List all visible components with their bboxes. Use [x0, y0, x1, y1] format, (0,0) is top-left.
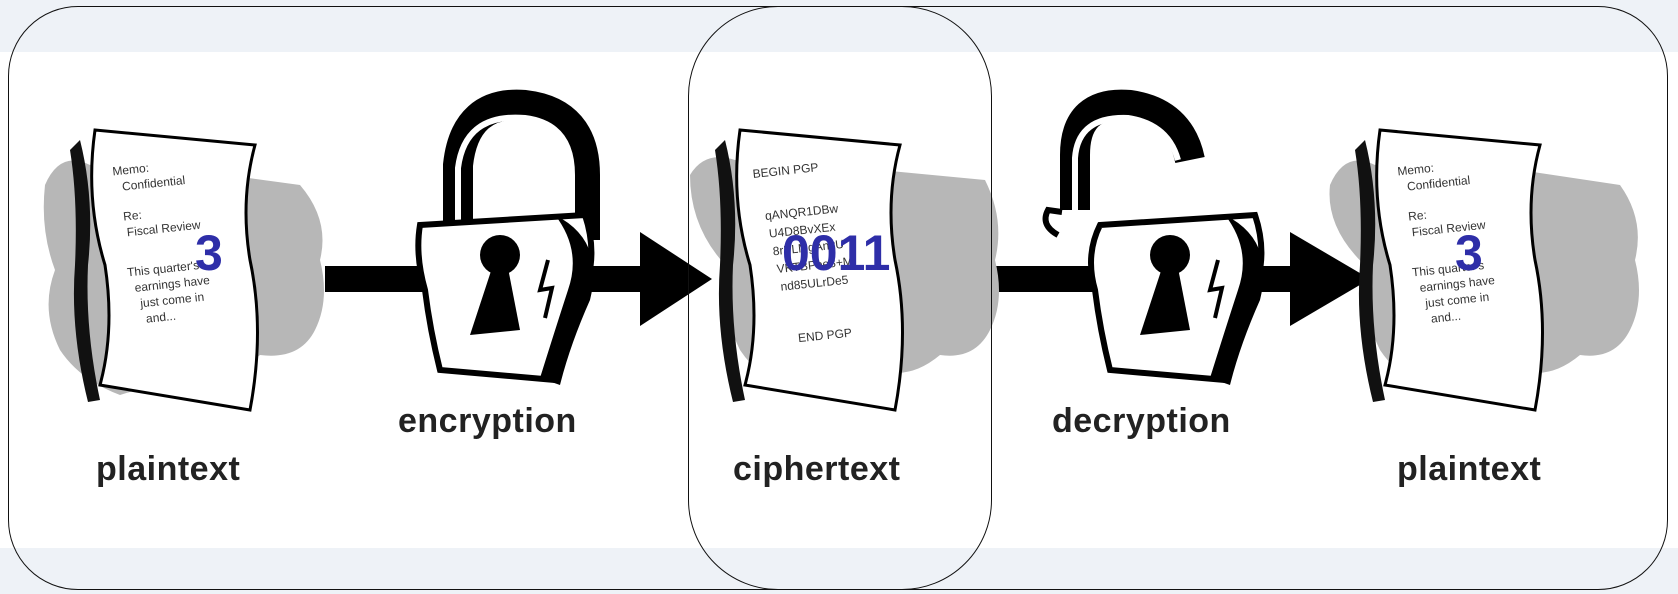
plaintext-document-left: Memo: Confidential Re: Fiscal Review Thi…	[43, 128, 324, 412]
ciphertext-label: ciphertext	[733, 450, 901, 488]
closed-lock-icon	[415, 89, 600, 385]
svg-text:BEGIN PGP: BEGIN PGP	[752, 160, 819, 181]
ciphertext-value: 0011	[782, 225, 891, 281]
svg-text:Memo:: Memo:	[112, 161, 150, 179]
svg-text:U4D8BvXEx: U4D8BvXEx	[768, 220, 836, 241]
svg-text:just come in: just come in	[139, 290, 205, 311]
plaintext-label-right: plaintext	[1397, 450, 1542, 488]
open-lock-icon	[1042, 89, 1265, 385]
ciphertext-document: BEGIN PGP qANQR1DBw U4D8BvXEx 8rPLMgAnyU…	[690, 128, 999, 412]
plaintext-lines-right: Memo: Confidential Re: Fiscal Review Thi…	[1397, 161, 1496, 326]
svg-text:Re:: Re:	[1407, 208, 1427, 224]
svg-text:END PGP: END PGP	[797, 326, 852, 346]
svg-text:Re:: Re:	[122, 208, 142, 224]
plaintext-document-right: Memo: Confidential Re: Fiscal Review Thi…	[1329, 128, 1639, 412]
svg-text:Confidential: Confidential	[1406, 173, 1470, 194]
encryption-label: encryption	[398, 402, 577, 440]
svg-text:just come in: just come in	[1424, 290, 1490, 311]
ciphertext-highlight-frame	[688, 6, 992, 590]
svg-text:Memo:: Memo:	[1397, 161, 1435, 179]
ciphertext-lines: BEGIN PGP qANQR1DBw U4D8BvXEx 8rPLMgAnyU…	[752, 160, 853, 346]
svg-text:and...: and...	[1430, 309, 1461, 326]
decryption-label: decryption	[1052, 402, 1231, 440]
plaintext-label-left: plaintext	[96, 450, 241, 488]
svg-text:Confidential: Confidential	[121, 173, 185, 194]
plaintext-value-right: 3	[1455, 225, 1483, 281]
svg-text:and...: and...	[145, 309, 176, 326]
plaintext-value-left: 3	[195, 225, 223, 281]
